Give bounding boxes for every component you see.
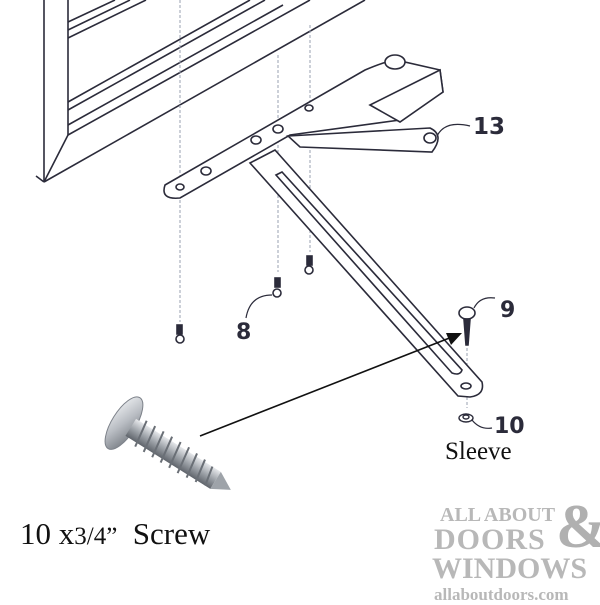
window-frame bbox=[35, 0, 366, 183]
mounting-screws bbox=[175, 255, 314, 344]
logo-url: allaboutdoors.com bbox=[434, 585, 569, 604]
callout-8: 8 bbox=[236, 320, 252, 345]
screw-photo bbox=[104, 396, 231, 490]
callout-10: 10 bbox=[494, 414, 525, 439]
logo-line1: ALL ABOUT bbox=[440, 504, 556, 526]
logo-line2: DOORS bbox=[434, 523, 546, 556]
screw-9 bbox=[458, 306, 476, 346]
callout-13: 13 bbox=[473, 114, 506, 140]
sleeve-label: Sleeve bbox=[445, 438, 512, 465]
operator-arm bbox=[248, 149, 484, 398]
screw-length: 3/4” bbox=[74, 523, 118, 550]
logo-line3: WINDOWS bbox=[432, 552, 588, 585]
callout-leaders bbox=[245, 123, 496, 429]
pointer-arrow bbox=[199, 333, 462, 437]
logo-ampersand: & bbox=[556, 492, 600, 563]
screw-name: Screw bbox=[132, 516, 211, 551]
callout-9: 9 bbox=[500, 298, 516, 323]
operator-bracket bbox=[163, 54, 444, 200]
screw-product-label: 10 x3/4” Screw bbox=[20, 516, 210, 552]
screw-size: 10 x bbox=[20, 516, 75, 551]
sleeve-10 bbox=[458, 413, 474, 423]
